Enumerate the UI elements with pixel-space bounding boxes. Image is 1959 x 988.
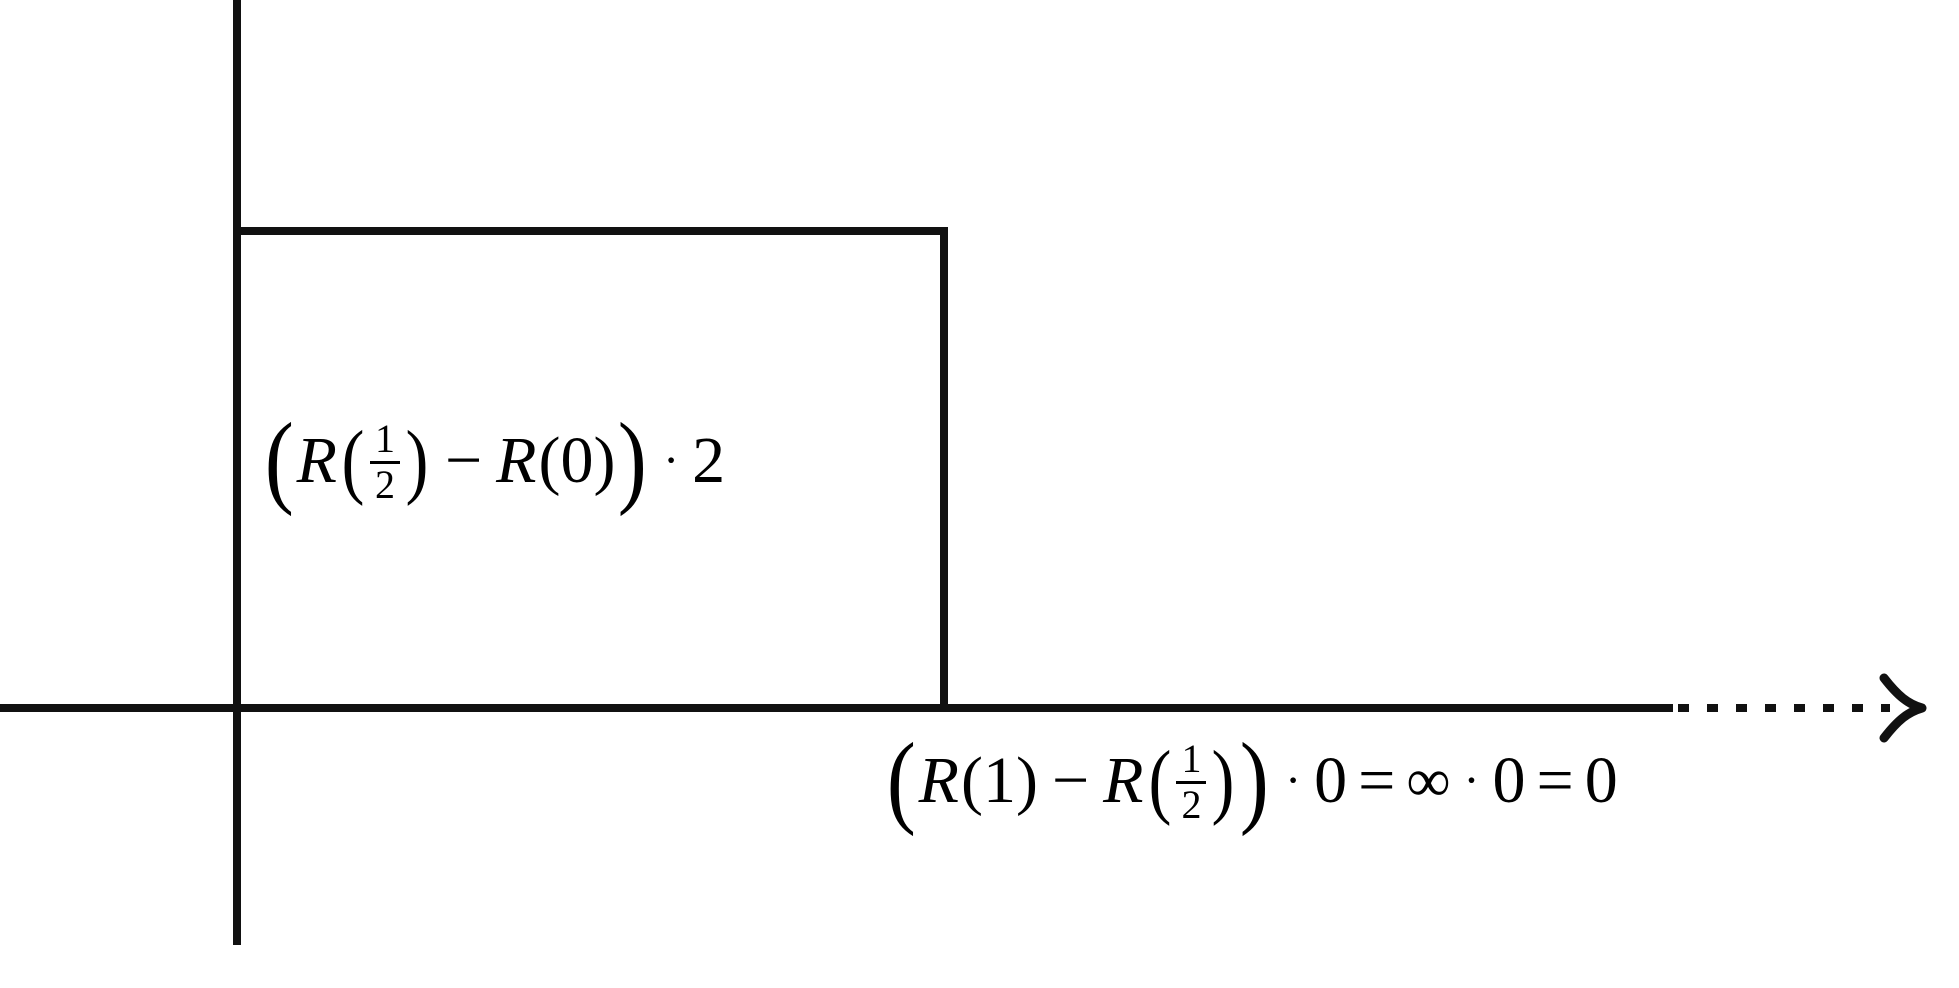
x-axis-dotted-segment <box>1678 704 1890 712</box>
fraction-numerator: 1 <box>374 416 395 461</box>
multiplication-dot-2: · <box>1463 754 1480 808</box>
function-symbol-r-1: R <box>296 424 337 498</box>
inner-open-paren-2: ( <box>538 424 561 498</box>
outer-open-paren-2: ( <box>886 721 916 837</box>
fraction-bar <box>1176 780 1207 784</box>
x-axis-arrowhead-icon <box>1879 673 1927 743</box>
minus-operator-2: − <box>1051 744 1090 818</box>
inner-close-paren-1: ) <box>405 413 429 507</box>
fraction-denominator: 2 <box>1181 781 1202 827</box>
second-step-area-label: ( R ( 1 ) − R ( 1 2 ) ) · 0 = ∞ · 0 = 0 <box>884 721 1618 837</box>
multiplication-dot-1: · <box>1285 754 1302 808</box>
multiplication-dot: · <box>663 434 680 488</box>
zero-result: 0 <box>1584 744 1618 818</box>
factor-two: 2 <box>692 424 726 498</box>
function-symbol-r-3: R <box>918 744 959 818</box>
infinity-symbol: ∞ <box>1406 747 1451 816</box>
fraction-numerator: 1 <box>1181 736 1202 781</box>
first-step-area-expression: ( R ( 1 2 ) − R ( 0 ) ) · 2 <box>262 401 726 517</box>
inner-close-paren-4: ) <box>1212 733 1235 827</box>
equals-operator-1: = <box>1358 744 1396 818</box>
fraction-bar <box>369 460 400 464</box>
fraction-one-half-1: 1 2 <box>369 416 400 507</box>
equals-operator-2: = <box>1536 744 1574 818</box>
fraction-one-half-2: 1 2 <box>1176 736 1207 827</box>
x-axis-solid-segment <box>0 704 1673 712</box>
minus-operator: − <box>444 424 483 498</box>
zero-second: 0 <box>1492 744 1526 818</box>
outer-close-paren: ) <box>618 401 648 517</box>
inner-close-paren-2: ) <box>593 424 616 498</box>
first-step-area-label: ( R ( 1 2 ) − R ( 0 ) ) · 2 <box>262 401 726 517</box>
function-symbol-r-2: R <box>496 424 537 498</box>
second-step-area-expression: ( R ( 1 ) − R ( 1 2 ) ) · 0 = ∞ · 0 = 0 <box>884 721 1618 837</box>
argument-zero: 0 <box>560 424 594 498</box>
inner-close-paren-3: ) <box>1015 744 1038 818</box>
step-rectangle <box>233 227 948 712</box>
outer-close-paren-2: ) <box>1240 721 1270 837</box>
outer-open-paren: ( <box>264 401 294 517</box>
inner-open-paren-3: ( <box>960 744 983 818</box>
zero-first: 0 <box>1314 744 1348 818</box>
function-symbol-r-4: R <box>1103 744 1144 818</box>
fraction-denominator: 2 <box>374 461 395 507</box>
argument-one: 1 <box>982 744 1016 818</box>
inner-open-paren-4: ( <box>1148 733 1171 827</box>
inner-open-paren-1: ( <box>341 413 365 507</box>
